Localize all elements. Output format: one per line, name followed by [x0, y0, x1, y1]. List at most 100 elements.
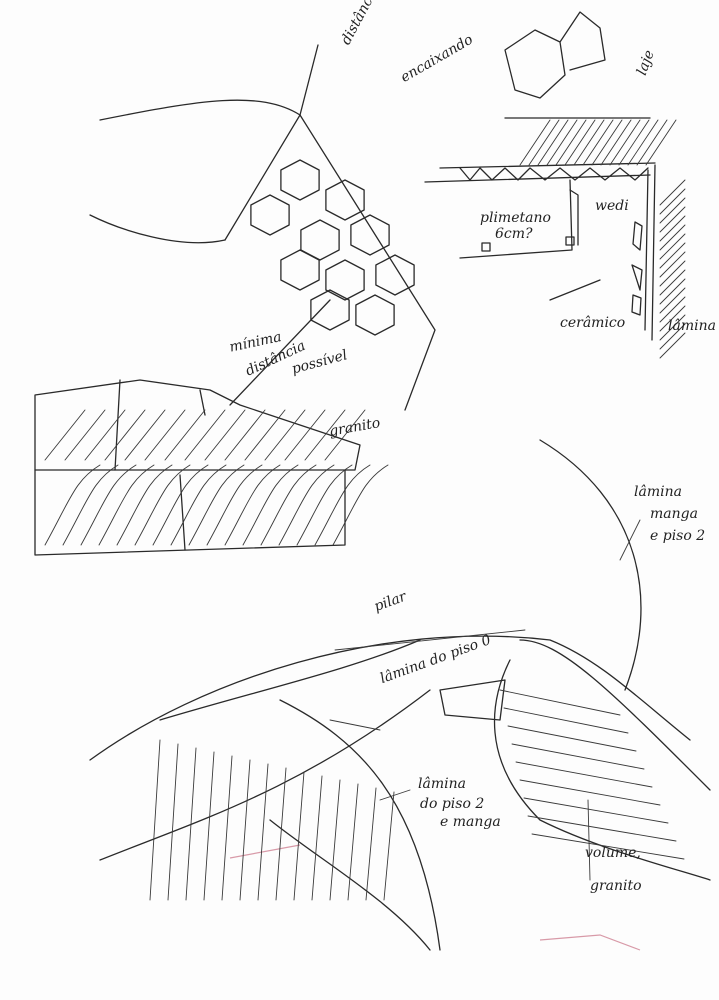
spike-line	[149, 739, 161, 901]
hexagon	[310, 289, 350, 331]
spike-line	[275, 767, 287, 901]
hatch-line	[260, 464, 317, 546]
hexagon	[300, 219, 340, 261]
hexagon	[280, 159, 320, 201]
label-do-piso-2: do piso 2	[420, 796, 485, 812]
hatch-line	[144, 409, 186, 461]
hatch-line	[314, 464, 371, 546]
spike-line	[221, 755, 233, 901]
hatch-line	[659, 197, 686, 224]
hatch-line	[645, 119, 677, 166]
hatch-line	[184, 409, 226, 461]
hatch-line	[264, 409, 306, 461]
label-manga: manga	[650, 506, 698, 522]
hatch-line	[519, 119, 551, 166]
hatch-line	[659, 215, 686, 242]
hatch-line	[659, 179, 686, 206]
hatch-line	[134, 464, 191, 546]
hatch-line	[636, 119, 668, 166]
hatch-line	[600, 119, 632, 166]
hatch-line	[555, 119, 587, 166]
spike-line	[203, 751, 215, 901]
spike-line	[167, 743, 179, 901]
hatch-line	[609, 119, 641, 166]
hatch-line	[659, 296, 686, 323]
hexagon	[375, 254, 415, 296]
spike-line	[239, 759, 251, 901]
hatch-line	[324, 409, 366, 461]
hatch-line	[528, 119, 560, 166]
hatch-line	[170, 464, 227, 546]
wall-section-sketch	[424, 117, 686, 359]
leader-lines	[329, 519, 641, 881]
hexagon	[250, 194, 290, 236]
label-volume: volume,	[585, 845, 641, 861]
spike-line	[293, 771, 305, 901]
spike-line	[329, 779, 341, 901]
hexagon-pair-sketch	[504, 11, 606, 99]
hatch-line	[116, 464, 173, 546]
label-ceramico: cerâmico	[560, 315, 626, 331]
hatch-line	[582, 119, 614, 166]
hatch-line	[204, 409, 246, 461]
hatch-line	[124, 409, 166, 461]
hatch-line	[284, 409, 326, 461]
brick-line	[503, 707, 629, 734]
label-e-manga: e manga	[440, 814, 501, 830]
hatch-line	[224, 409, 266, 461]
brick-line	[507, 725, 637, 752]
brick-line	[523, 797, 669, 824]
hexagon-panel-sketch	[89, 44, 436, 411]
hatch-line	[206, 464, 263, 546]
label-wedi: wedi	[595, 198, 629, 214]
hatch-line	[164, 409, 206, 461]
hatch-line	[659, 251, 686, 278]
brick-line	[527, 815, 677, 842]
hatch-line	[659, 332, 686, 359]
hatch-line	[564, 119, 596, 166]
hatch-line	[278, 464, 335, 546]
hatch-line	[244, 409, 286, 461]
hexagon	[355, 294, 395, 336]
hatch-line	[304, 409, 346, 461]
hatch-line	[44, 409, 86, 461]
spike-line	[347, 783, 359, 901]
hatch-line	[242, 464, 299, 546]
hatch-line	[659, 224, 686, 251]
hexagon	[350, 214, 390, 256]
hatch-line	[659, 269, 686, 296]
label-plimetano-size: 6cm?	[495, 226, 533, 242]
brick-line	[499, 689, 621, 716]
hatch-line	[659, 278, 686, 305]
brick-line	[531, 833, 685, 860]
hatch-line	[659, 323, 686, 350]
hatch-line	[618, 119, 650, 166]
spike-line	[383, 791, 395, 901]
hatch-line	[104, 409, 146, 461]
hatch-line	[80, 464, 137, 546]
hatch-line	[98, 464, 155, 546]
hatch-line	[659, 314, 686, 341]
brick-line	[519, 779, 661, 806]
hatch-line	[152, 464, 209, 546]
hatch-line	[296, 464, 353, 546]
hatch-line	[546, 119, 578, 166]
spike-line	[185, 747, 197, 901]
hatch-line	[659, 242, 686, 269]
spike-line	[365, 787, 377, 901]
hatch-line	[627, 119, 659, 166]
brick-line	[511, 743, 645, 770]
spike-line	[311, 775, 323, 901]
hatch-line	[44, 464, 101, 546]
organic-volume-sketch	[89, 439, 711, 951]
label-volume-granito: granito	[590, 878, 642, 894]
hatch-line	[188, 464, 245, 546]
label-lamina-piso-2: lâmina	[418, 776, 466, 792]
hatch-line	[573, 119, 605, 166]
hatch-line	[84, 409, 126, 461]
hatch-line	[224, 464, 281, 546]
hatch-line	[591, 119, 623, 166]
hatch-line	[659, 233, 686, 260]
